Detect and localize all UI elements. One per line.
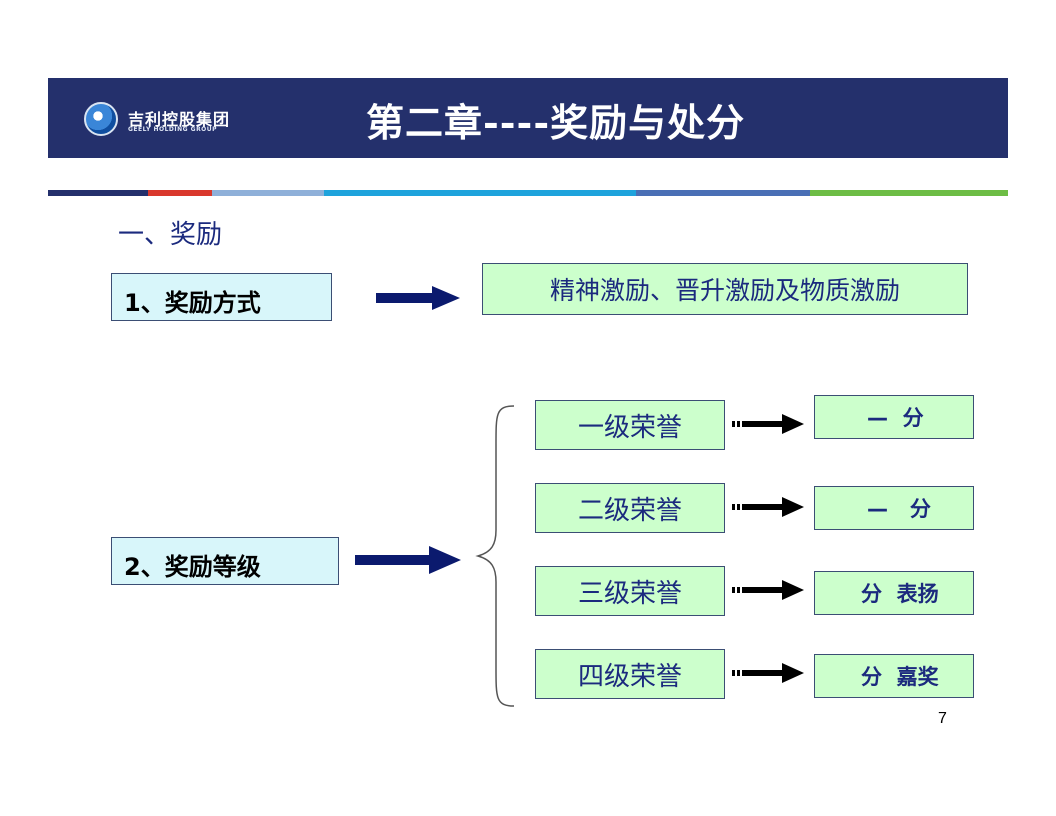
page-number: 7 <box>938 710 947 727</box>
reward-box: 分 嘉奖 <box>814 654 974 698</box>
reward-box: — 分 <box>814 395 974 439</box>
section-title: 一、奖励 <box>118 220 223 250</box>
arrow-right-icon <box>376 286 460 310</box>
stripe-segment <box>324 190 636 196</box>
level-name: 二级荣誉 <box>577 495 682 526</box>
stripe-segment <box>48 190 148 196</box>
dashed-arrow-right-icon <box>732 497 804 517</box>
dashed-arrow-right-icon <box>732 414 804 434</box>
stripe-segment <box>148 190 212 196</box>
reward-value: 分 表扬 <box>861 582 939 606</box>
stripe-segment <box>636 190 810 196</box>
slide-header: 吉利控股集团 GEELY HOLDING GROUP 第二章----奖励与处分 <box>48 78 1008 158</box>
arrow-right-icon <box>355 546 461 574</box>
reward-box: 分 表扬 <box>814 571 974 615</box>
level-name: 三级荣誉 <box>577 578 682 609</box>
logo-name: 吉利控股集团 <box>128 110 231 129</box>
reward-levels-box: 2、奖励等级 <box>111 537 339 585</box>
stripe-segment <box>810 190 1008 196</box>
reward-method-description-box: 精神激励、晋升激励及物质激励 <box>482 263 968 315</box>
reward-levels-label: 2、奖励等级 <box>124 553 261 581</box>
reward-value: 分 嘉奖 <box>861 665 939 689</box>
slide-title: 第二章----奖励与处分 <box>366 100 746 145</box>
reward-value: — 分 <box>867 497 931 521</box>
level-name: 一级荣誉 <box>577 412 682 443</box>
level-name-box: 四级荣誉 <box>535 649 725 699</box>
reward-value: — 分 <box>867 406 924 430</box>
reward-method-description: 精神激励、晋升激励及物质激励 <box>549 276 900 305</box>
level-name-box: 二级荣誉 <box>535 483 725 533</box>
logo-subtitle: GEELY HOLDING GROUP <box>128 126 218 133</box>
dashed-arrow-right-icon <box>732 663 804 683</box>
stripe-segment <box>212 190 324 196</box>
level-name-box: 一级荣誉 <box>535 400 725 450</box>
level-name-box: 三级荣誉 <box>535 566 725 616</box>
left-brace-icon <box>475 405 515 707</box>
reward-method-label: 1、奖励方式 <box>124 289 261 317</box>
reward-box: — 分 <box>814 486 974 530</box>
reward-method-box: 1、奖励方式 <box>111 273 332 321</box>
level-name: 四级荣誉 <box>577 661 682 692</box>
dashed-arrow-right-icon <box>732 580 804 600</box>
geely-globe-logo-icon <box>84 102 118 136</box>
